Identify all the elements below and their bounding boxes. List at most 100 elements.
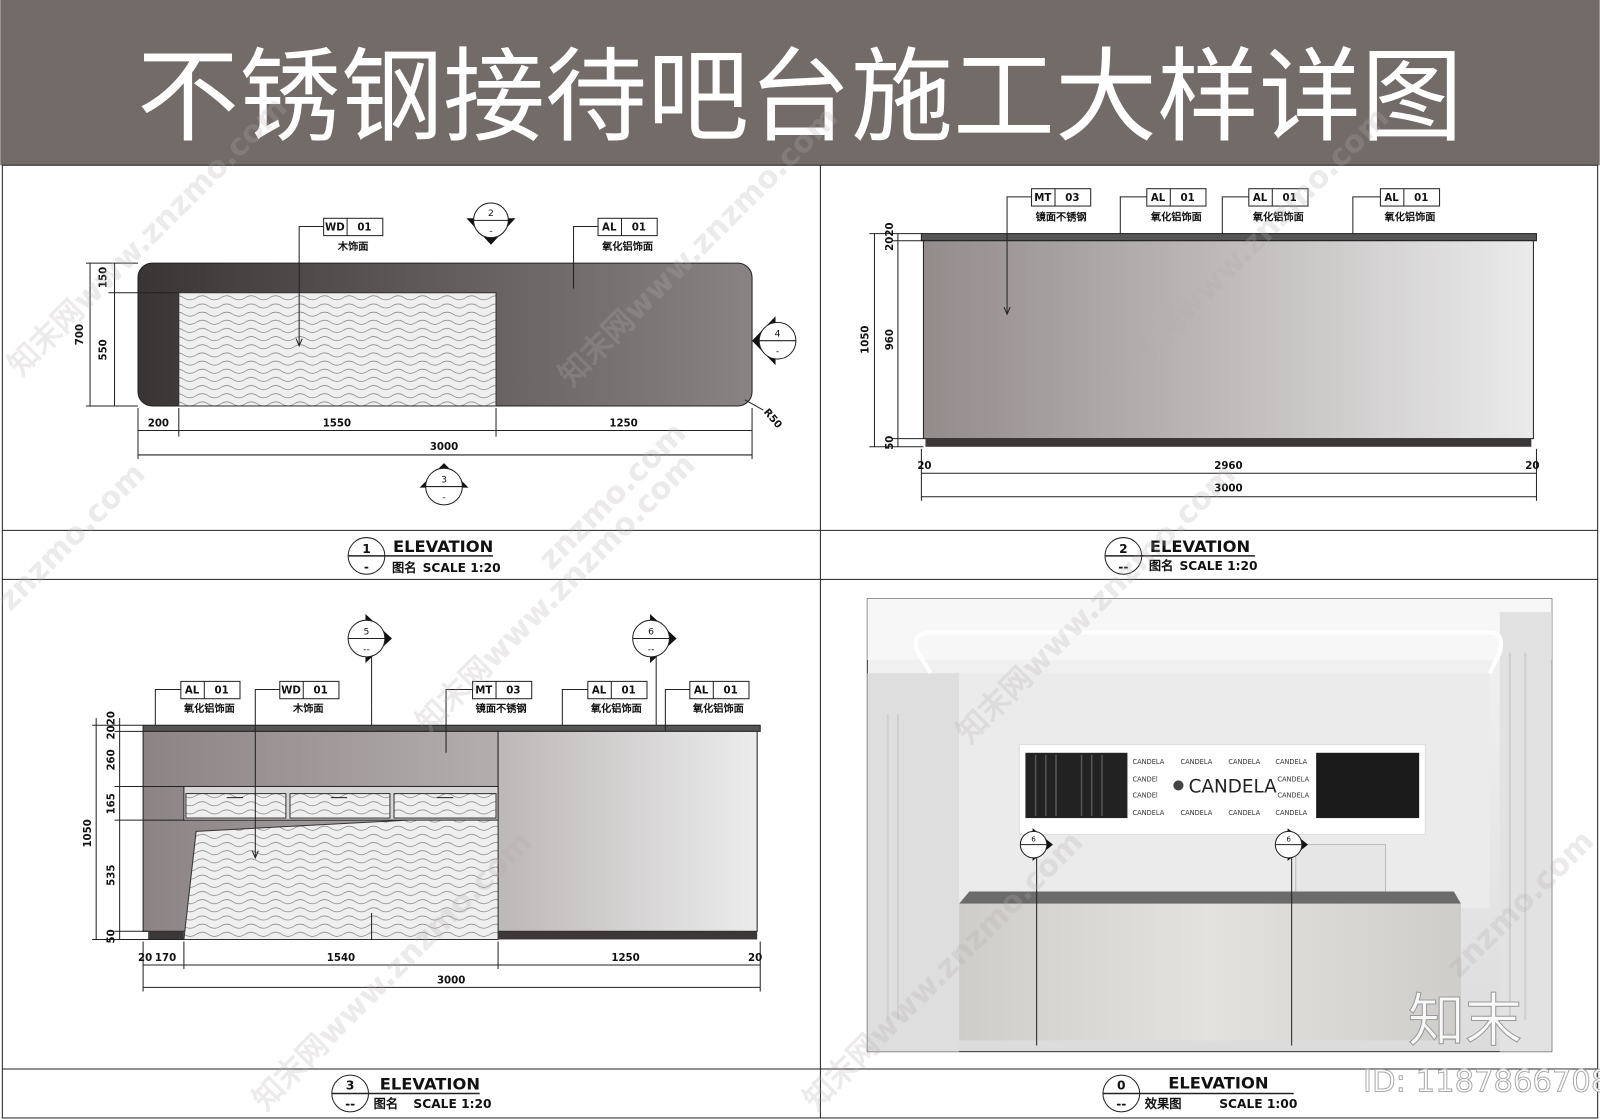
- svg-text:CANDELA: CANDELA: [1133, 758, 1165, 766]
- svg-text:260: 260: [107, 749, 118, 770]
- material-tag-wd: WD 01 木饰面: [251, 680, 340, 860]
- svg-text:ELEVATION: ELEVATION: [393, 537, 493, 556]
- reception-desk-top: [959, 891, 1461, 904]
- svg-text:AL: AL: [592, 686, 607, 697]
- svg-text:AL: AL: [694, 686, 709, 697]
- svg-text:ELEVATION: ELEVATION: [1150, 537, 1250, 556]
- svg-text:3000: 3000: [437, 975, 465, 986]
- svg-text:ELEVATION: ELEVATION: [1168, 1073, 1268, 1092]
- svg-text:2: 2: [488, 208, 494, 219]
- svg-text:3: 3: [346, 1078, 355, 1092]
- section-marker-2: 2 -: [466, 202, 516, 245]
- svg-text:--: --: [345, 1097, 355, 1111]
- svg-text:CANDELA: CANDELA: [1180, 809, 1212, 817]
- ceiling-light-strip: [913, 630, 1504, 675]
- svg-text:20: 20: [885, 222, 896, 236]
- svg-text:20: 20: [107, 711, 118, 725]
- svg-text:1550: 1550: [323, 418, 351, 429]
- material-tag-mt: MT 03 镜面不锈钢: [1003, 188, 1092, 316]
- section-marker-6b: 6: [1274, 828, 1308, 1046]
- svg-text:氧化铝饰面: 氧化铝饰面: [1384, 210, 1436, 223]
- material-tag-al: AL 01 氧化铝饰面: [1221, 188, 1309, 234]
- panel-1-plan: WD 01 木饰面 AL 01 氧化铝饰面 2 - 4 -: [75, 202, 797, 506]
- svg-text:6: 6: [648, 626, 654, 637]
- svg-text:-: -: [776, 346, 779, 357]
- watermark-id: ID: 1187866708: [1363, 1064, 1600, 1099]
- svg-text:CANDELA: CANDELA: [1275, 809, 1307, 817]
- svg-text:165: 165: [107, 793, 118, 814]
- svg-text:CANDELA: CANDELA: [1228, 758, 1260, 766]
- svg-text:960: 960: [885, 329, 896, 350]
- svg-text:图名: 图名: [374, 1096, 398, 1111]
- caption-panel-2: 2 -- ELEVATION 图名 SCALE 1:20: [1104, 537, 1258, 575]
- svg-text:CANDELA: CANDELA: [1277, 775, 1309, 783]
- svg-text:20: 20: [748, 953, 762, 964]
- reception-desk-front: [959, 903, 1461, 1041]
- svg-text:3: 3: [441, 474, 447, 485]
- svg-text:R50: R50: [761, 407, 784, 431]
- svg-text:3000: 3000: [430, 442, 458, 453]
- svg-text:CANDELA: CANDELA: [1133, 809, 1165, 817]
- sheet-frame: [1, 164, 1599, 1119]
- svg-text:170: 170: [155, 953, 176, 964]
- svg-text:-: -: [442, 492, 445, 503]
- material-tag-al: AL 01 氧化铝饰面: [561, 680, 648, 726]
- svg-text:MT: MT: [475, 686, 492, 697]
- svg-text:20: 20: [885, 237, 896, 251]
- counter-front-panel: [922, 240, 1534, 440]
- svg-text:01: 01: [632, 223, 646, 234]
- material-tag-al: AL 01 氧化铝饰面: [1119, 188, 1207, 234]
- section-marker-5: 5 --: [347, 614, 392, 706]
- svg-text:200: 200: [148, 418, 169, 429]
- counter-top-slab: [142, 724, 761, 732]
- counter-base: [925, 438, 1532, 447]
- svg-text:CANDELA: CANDELA: [1275, 758, 1307, 766]
- svg-text:znzmo.com: znzmo.com: [0, 456, 153, 617]
- svg-text:图名: 图名: [392, 560, 416, 575]
- counter-top-slab: [920, 233, 1537, 242]
- svg-text:CANDEl: CANDEl: [1133, 775, 1158, 783]
- svg-text:535: 535: [107, 865, 118, 886]
- svg-text:SCALE 1:20: SCALE 1:20: [413, 1097, 491, 1111]
- material-tag-al: AL 01 氧化铝饰面: [664, 680, 750, 731]
- svg-text:1050: 1050: [83, 819, 94, 847]
- svg-text:氧化铝饰面: 氧化铝饰面: [183, 702, 235, 715]
- section-marker-3: 3 -: [419, 463, 469, 506]
- svg-text:1250: 1250: [611, 953, 639, 964]
- dimensions-panel-2: 20 20 960 50 1050 20 2960 20 3000: [860, 222, 1539, 501]
- svg-text:镜面不锈钢: 镜面不锈钢: [1036, 210, 1087, 223]
- brand-name: CANDELA: [1189, 777, 1277, 798]
- svg-text:01: 01: [1181, 193, 1195, 204]
- wood-veneer-panel: [183, 819, 499, 940]
- svg-text:SCALE 1:20: SCALE 1:20: [423, 561, 501, 575]
- svg-text:5: 5: [364, 626, 370, 637]
- svg-text:01: 01: [357, 223, 371, 234]
- svg-text:01: 01: [724, 686, 738, 697]
- svg-text:AL: AL: [1253, 193, 1268, 204]
- dimensions-panel-3: 20 20 260 165 535 50 1050 20 170 1540 12…: [83, 711, 762, 992]
- svg-text:6: 6: [1031, 835, 1036, 844]
- svg-text:2960: 2960: [1214, 461, 1242, 472]
- svg-text:--: --: [1116, 1097, 1126, 1111]
- svg-text:700: 700: [75, 324, 86, 345]
- svg-text:氧化铝饰面: 氧化铝饰面: [692, 702, 744, 715]
- material-tag-al: AL 01 氧化铝饰面: [573, 217, 658, 289]
- sheet-title: 不锈钢接待吧台施工大样详图: [137, 39, 1463, 158]
- svg-text:氧化铝饰面: 氧化铝饰面: [1150, 210, 1202, 223]
- svg-text:CANDELA: CANDELA: [1180, 758, 1212, 766]
- watermark-logo: 知末: [1408, 988, 1522, 1054]
- svg-text:WD: WD: [281, 686, 301, 697]
- section-marker-6a: 6: [1019, 828, 1053, 1046]
- svg-text:4: 4: [775, 329, 781, 340]
- svg-text:6: 6: [1286, 835, 1291, 844]
- section-marker-4: 4 -: [752, 316, 797, 366]
- panel-2-front-elevation: MT 03 镜面不锈钢 AL 01 氧化铝饰面 AL 01 氧化铝饰面 AL 0…: [860, 188, 1539, 501]
- svg-text:镜面不锈钢: 镜面不锈钢: [476, 702, 527, 715]
- brand-logo-icon: [1173, 780, 1184, 791]
- svg-text:20: 20: [107, 725, 118, 739]
- svg-text:ELEVATION: ELEVATION: [380, 1074, 480, 1093]
- caption-panel-4: 0 -- ELEVATION 效果图 SCALE 1:00: [1102, 1073, 1297, 1113]
- display-screen-right: [1316, 752, 1420, 819]
- computer-monitor: [1295, 844, 1387, 899]
